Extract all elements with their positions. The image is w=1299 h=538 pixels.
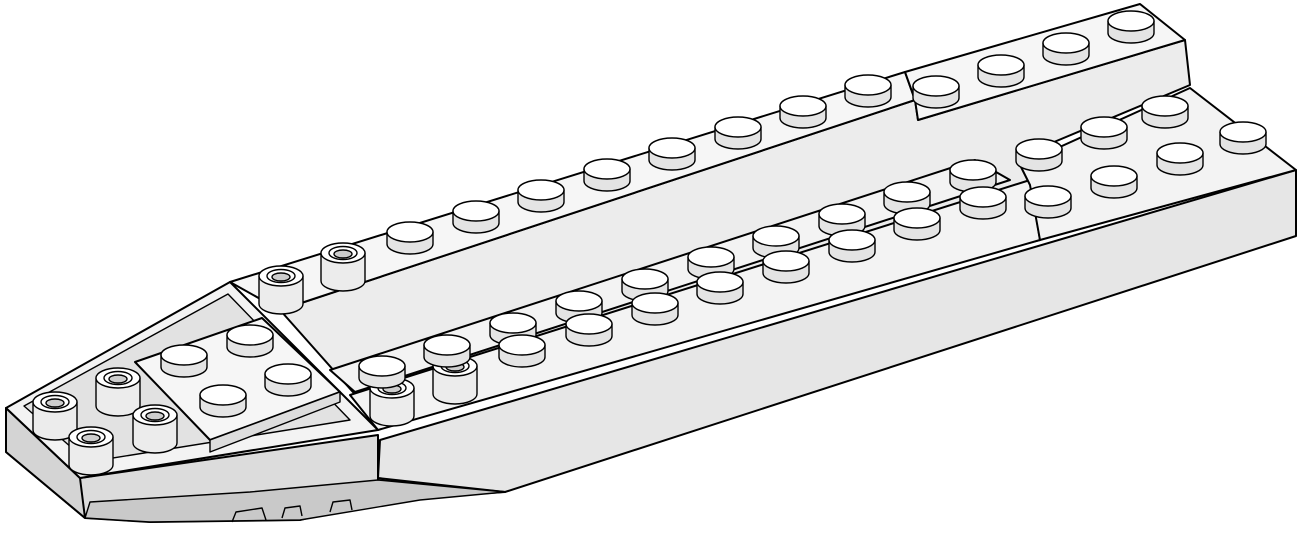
bow-shadow-face [84,479,506,523]
bow-notches [231,499,353,523]
